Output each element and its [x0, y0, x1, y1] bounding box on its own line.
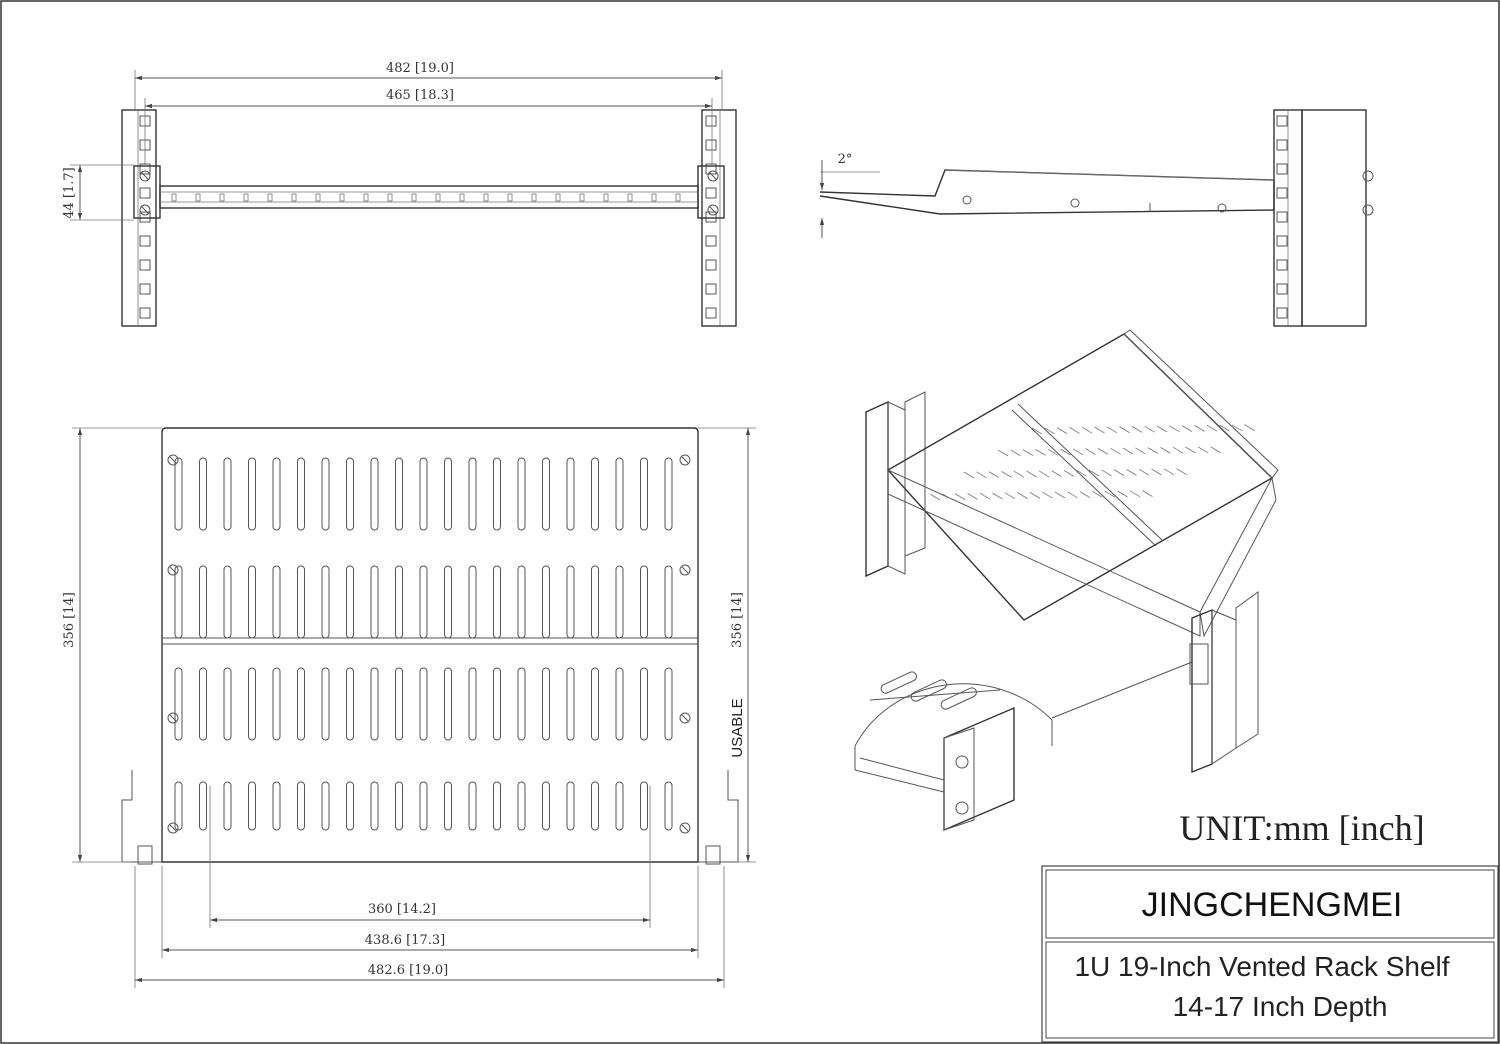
top-view: 356 [14] 356 [14] USABLE 360 [14.2] 438.…	[62, 427, 756, 988]
unit-label: UNIT:mm [inch]	[1179, 808, 1424, 848]
width-outer-dim: 482 [19.0]	[386, 61, 454, 76]
vent-width-dim: 360 [14.2]	[368, 902, 436, 917]
usable-label: USABLE	[729, 698, 746, 757]
tray-width-dim: 438.6 [17.3]	[365, 933, 445, 948]
front-view: 482 [19.0] 465 [18.3] 44 [1.7]	[62, 61, 737, 327]
product-line-2: 14-17 Inch Depth	[1173, 991, 1388, 1022]
brand-name: JINGCHENGMEI	[1142, 886, 1403, 924]
width-inner-dim: 465 [18.3]	[386, 88, 454, 103]
angle-dim: 2°	[838, 152, 853, 167]
product-line-1: 1U 19-Inch Vented Rack Shelf	[1074, 951, 1449, 982]
depth-right-dim: 356 [14]	[730, 592, 745, 648]
height-1u-dim: 44 [1.7]	[62, 167, 77, 219]
overall-width-dim: 482.6 [19.0]	[368, 963, 448, 978]
side-view: 2°	[819, 109, 1374, 327]
depth-left-dim: 356 [14]	[62, 592, 77, 648]
isometric-view	[854, 329, 1279, 832]
title-block: JINGCHENGMEI 1U 19-Inch Vented Rack Shel…	[1041, 865, 1499, 1043]
